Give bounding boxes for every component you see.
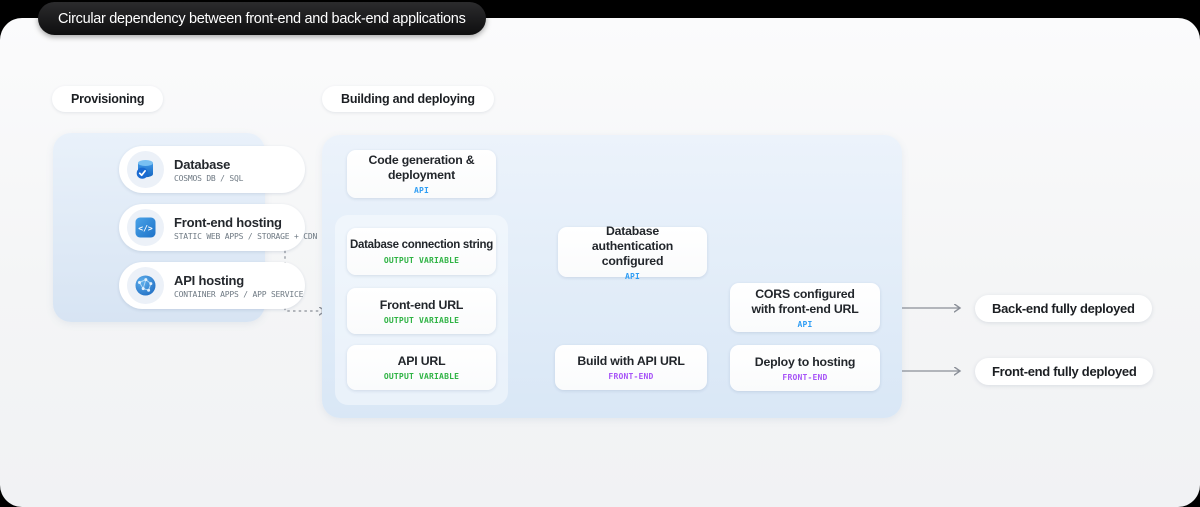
flow-card-deploy-to-hosting: Deploy to hosting FRONT-END (730, 345, 880, 391)
tag-api: API (797, 319, 813, 329)
flow-card-title: Database connection string (350, 239, 494, 252)
section-label-building: Building and deploying (322, 86, 494, 112)
tag-output-variable: OUTPUT VARIABLE (383, 372, 460, 381)
code-icon: </> (127, 209, 164, 246)
flow-card-title: Front-end URL (379, 297, 464, 312)
tag-output-variable: OUTPUT VARIABLE (383, 255, 460, 265)
tag-output-variable: OUTPUT VARIABLE (383, 315, 460, 325)
card-subtitle: STATIC WEB APPS / STORAGE + CDN (174, 231, 318, 241)
card-title: Database (174, 156, 231, 172)
database-icon (127, 151, 164, 188)
flow-card-database-authentication: Database authentication configured API (558, 223, 707, 281)
flow-card-api-url: API URL OUTPUT VARIABLE (347, 345, 496, 390)
flow-card-frontend-url: Front-end URL OUTPUT VARIABLE (347, 288, 496, 334)
globe-icon (127, 267, 164, 304)
flow-card-title: CORS configured with front-end URL (751, 286, 859, 316)
flow-card-title: Database authentication configured (591, 223, 674, 268)
flow-card-title: API URL (397, 354, 446, 368)
section-label-provisioning: Provisioning (52, 86, 164, 112)
outcome-frontend-deployed: Front-end fully deployed (975, 358, 1154, 385)
flow-card-cors-configured: CORS configured with front-end URL API (730, 283, 880, 332)
outcome-backend-deployed: Back-end fully deployed (975, 295, 1152, 322)
card-subtitle: CONTAINER APPS / APP SERVICE (174, 289, 304, 299)
tag-front-end: FRONT-END (608, 372, 654, 381)
card-title: API hosting (174, 272, 245, 288)
provisioning-card-api-hosting: API hosting CONTAINER APPS / APP SERVICE (119, 262, 305, 309)
flow-card-title: Build with API URL (577, 354, 685, 368)
flow-card-title: Deploy to hosting (754, 354, 856, 369)
diagram-title: Circular dependency between front-end an… (38, 2, 486, 35)
provisioning-card-frontend-hosting: </> Front-end hosting STATIC WEB APPS / … (119, 204, 317, 251)
provisioning-panel: Database COSMOS DB / SQL </> Front-end h… (53, 133, 317, 322)
tag-api: API (413, 186, 430, 195)
tag-api: API (624, 271, 641, 281)
flow-card-build-with-api-url: Build with API URL FRONT-END (555, 345, 707, 390)
provisioning-card-database: Database COSMOS DB / SQL (119, 146, 305, 193)
card-title: Front-end hosting (174, 214, 282, 230)
flow-card-title: Code generation & deployment (368, 153, 475, 182)
flow-card-database-connection-string: Database connection string OUTPUT VARIAB… (347, 228, 496, 275)
svg-text:</>: </> (138, 224, 153, 233)
card-subtitle: COSMOS DB / SQL (174, 173, 244, 183)
flow-card-code-generation: Code generation & deployment API (347, 150, 496, 198)
tag-front-end: FRONT-END (782, 372, 828, 382)
